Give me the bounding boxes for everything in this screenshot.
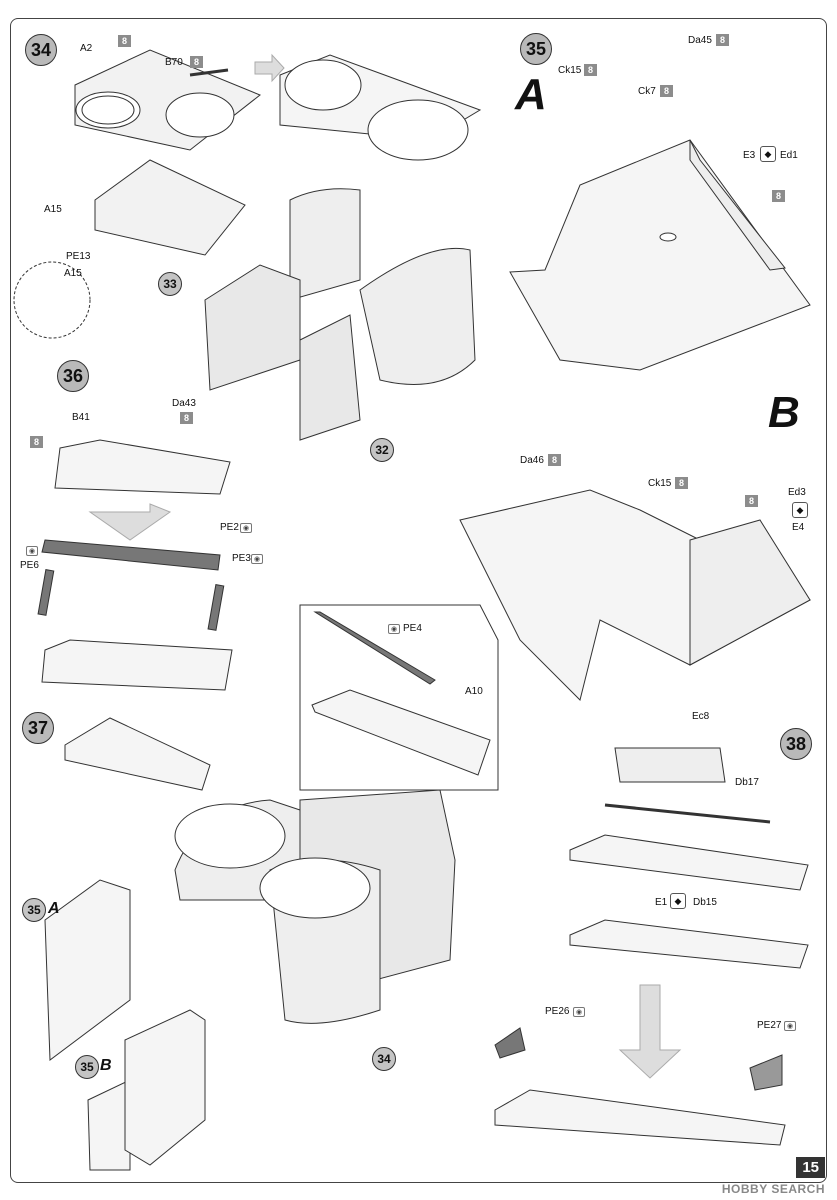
- glue-icon: ◆: [670, 893, 686, 909]
- color-badge: 8: [675, 477, 688, 489]
- part-b41: [54, 439, 231, 495]
- part-label-a15: A15: [44, 204, 62, 215]
- color-badge: 8: [548, 454, 561, 466]
- part-label-ck15-b: Ck15: [648, 478, 672, 489]
- ref-35b-letter: B: [100, 1057, 112, 1074]
- part-label-ed3: Ed3: [788, 487, 806, 498]
- part-label-pe6: PE6: [20, 560, 39, 571]
- part-label-b70: B70: [165, 57, 183, 68]
- color-badge: 8: [118, 35, 131, 47]
- part-label-ec8: Ec8: [692, 711, 710, 722]
- color-badge: 8: [745, 495, 758, 507]
- photo-etch-icon: ◉: [784, 1021, 796, 1031]
- part-a2-turret-roof: [74, 49, 261, 151]
- ref-32: 32: [370, 438, 394, 462]
- color-badge: 8: [30, 436, 43, 448]
- color-badge: 8: [180, 412, 193, 424]
- part-label-a2: A2: [80, 43, 93, 54]
- subassembly-a-label: A: [515, 70, 547, 119]
- arrow-34: [254, 53, 285, 83]
- part-pe2: [41, 539, 221, 571]
- part-label-pe27: PE27: [757, 1020, 782, 1031]
- assembly-37: [44, 717, 456, 1171]
- assembly-38: [494, 747, 809, 1146]
- part-label-db17: Db17: [735, 777, 759, 788]
- inset-a10: [299, 604, 499, 791]
- part-label-pe13: PE13: [66, 251, 91, 262]
- part-label-da45: Da45: [688, 35, 712, 46]
- ref-35a-letter: A: [48, 900, 60, 917]
- glue-icon: ◆: [760, 146, 776, 162]
- part-label-da43: Da43: [172, 398, 196, 409]
- photo-etch-icon: ◉: [251, 554, 263, 564]
- part-label-e4: E4: [792, 522, 805, 533]
- color-badge: 8: [716, 34, 729, 46]
- ref-35b: 35: [75, 1055, 99, 1079]
- photo-etch-icon: ◉: [388, 624, 400, 634]
- color-badge: 8: [584, 64, 597, 76]
- color-badge: 8: [660, 85, 673, 97]
- part-label-b41: B41: [72, 412, 90, 423]
- part-a15-floor-plate: [94, 159, 246, 256]
- step-number-38: 38: [780, 728, 812, 760]
- part-label-ck7: Ck7: [638, 86, 656, 97]
- ref-33: 33: [158, 272, 182, 296]
- part-label-pe26: PE26: [545, 1006, 570, 1017]
- arrow-36: [88, 503, 172, 541]
- step-number-34: 34: [25, 34, 57, 66]
- part-label-pe2: PE2: [220, 522, 239, 533]
- step-number-35: 35: [520, 33, 552, 65]
- page-border: [10, 18, 827, 1183]
- watermark: HOBBY SEARCH: [721, 1182, 825, 1196]
- part-label-pe3: PE3: [232, 553, 251, 564]
- photo-etch-icon: ◉: [26, 546, 38, 556]
- color-badge: 8: [190, 56, 203, 68]
- part-label-db15: Db15: [693, 897, 717, 908]
- step-number-37: 37: [22, 712, 54, 744]
- color-badge: 8: [772, 190, 785, 202]
- step-number-36: 36: [57, 360, 89, 392]
- turret-assembly-34: [13, 54, 482, 441]
- part-label-ck15: Ck15: [558, 65, 582, 76]
- glue-icon: ◆: [792, 502, 808, 518]
- page-number: 15: [796, 1157, 825, 1178]
- part-label-a10: A10: [465, 686, 483, 697]
- photo-etch-icon: ◉: [573, 1007, 585, 1017]
- subassembly-b-label: B: [768, 388, 800, 437]
- part-label-da46: Da46: [520, 455, 544, 466]
- part-label-a15-detail: A15: [64, 268, 82, 279]
- part-label-e3: E3: [743, 150, 756, 161]
- photo-etch-icon: ◉: [240, 523, 252, 533]
- part-label-ed1: Ed1: [780, 150, 798, 161]
- ref-35a: 35: [22, 898, 46, 922]
- part-label-e1: E1: [655, 897, 668, 908]
- ref-34: 34: [372, 1047, 396, 1071]
- part-label-pe4: PE4: [403, 623, 422, 634]
- hull-side-b: [459, 489, 812, 701]
- hull-side-a: [509, 139, 811, 371]
